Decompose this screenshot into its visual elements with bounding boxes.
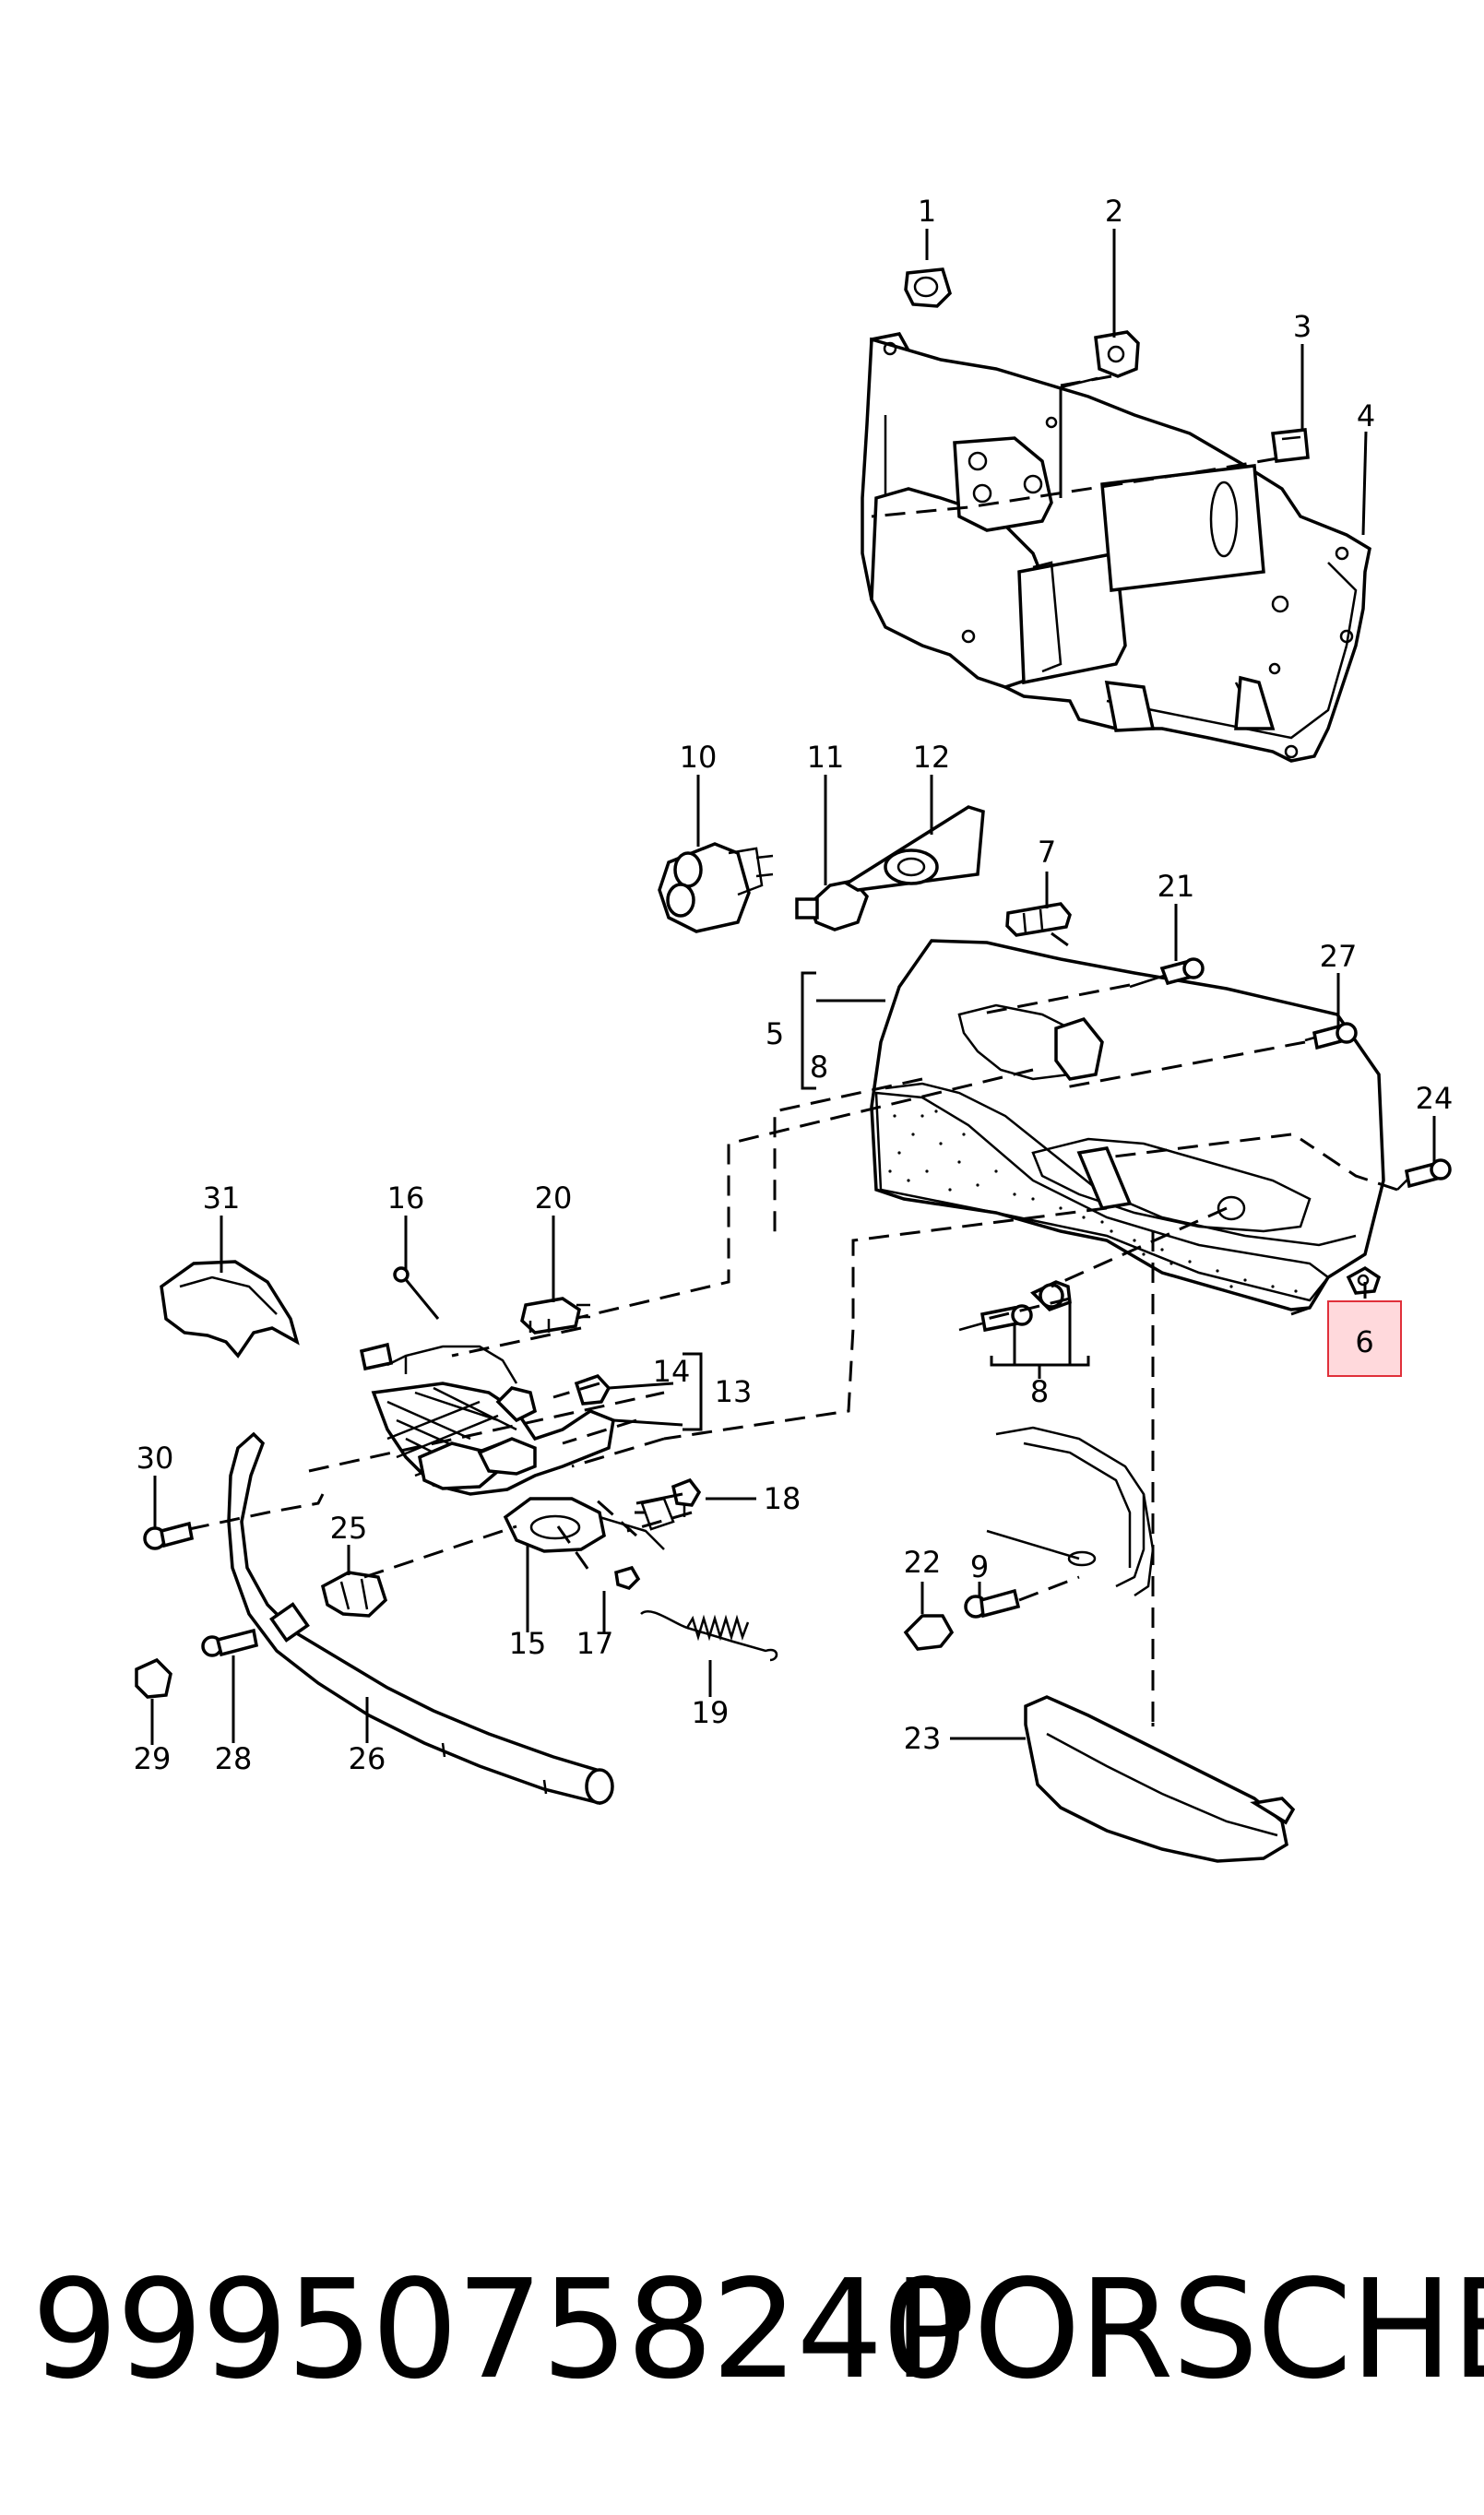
callout-7: 7 [1038, 835, 1056, 870]
callout-26: 26 [349, 1741, 386, 1776]
connector-part-20 [520, 1297, 590, 1335]
callout-23: 23 [904, 1721, 942, 1756]
callout-24: 24 [1416, 1081, 1454, 1116]
callout-5: 5 [766, 1016, 784, 1051]
clip-part-29 [135, 1657, 172, 1699]
clip-part-6 [1346, 1265, 1382, 1295]
callout-18: 18 [764, 1481, 801, 1516]
callout-25: 25 [330, 1511, 368, 1546]
callout-12: 12 [913, 740, 951, 775]
exploded-parts-diagram: 1 2 3 4 5 8 7 8 9 10 11 12 13 14 15 16 1… [134, 194, 1454, 1863]
clip-part-7 [1005, 902, 1072, 937]
callout-2: 2 [1105, 194, 1123, 229]
pull-handle-bracket [986, 1426, 1155, 1602]
handle-cover-part-31 [160, 1260, 300, 1358]
speaker-cover-part-12 [843, 805, 985, 892]
callout-27: 27 [1320, 939, 1358, 974]
callout-14: 14 [653, 1354, 691, 1389]
callout-17: 17 [576, 1626, 614, 1661]
rod-part-16 [393, 1266, 440, 1320]
screw-part-28 [201, 1628, 259, 1657]
bracket-part-25 [320, 1571, 388, 1618]
callout-11: 11 [807, 740, 845, 775]
callout-1: 1 [918, 194, 936, 229]
brand-name: PORSCHE [893, 2250, 1484, 2409]
screw-part-27 [1304, 1022, 1358, 1050]
callout-28: 28 [215, 1741, 253, 1776]
armrest-rod-part-26 [227, 1431, 614, 1806]
screws-part-8 [958, 1280, 1072, 1333]
callout-15: 15 [509, 1626, 547, 1661]
callout-5-8: 8 [810, 1050, 828, 1085]
callout-10: 10 [680, 740, 718, 775]
callout-9: 9 [970, 1549, 989, 1584]
callout-22: 22 [904, 1545, 942, 1580]
spring-part-19 [640, 1610, 778, 1662]
screw-part-24 [1396, 1158, 1452, 1191]
stipple-texture [888, 1109, 1298, 1293]
callout-19: 19 [692, 1695, 730, 1730]
cap-part-14 [574, 1373, 611, 1406]
callout-16: 16 [387, 1180, 425, 1216]
armrest-part-23 [1024, 1695, 1296, 1863]
callout-21: 21 [1158, 869, 1195, 904]
callout-3: 3 [1293, 309, 1312, 344]
handle-part-15 [503, 1497, 665, 1553]
highlighted-callout-label: 6 [1355, 1324, 1374, 1359]
callout-29: 29 [134, 1741, 172, 1776]
callout-20: 20 [535, 1180, 573, 1216]
screw-part-21 [1129, 957, 1205, 989]
diagram-svg: 1 2 3 4 5 8 7 8 9 10 11 12 13 14 15 16 1… [134, 194, 1454, 1863]
door-carrier-panel [861, 332, 1371, 763]
screw-part-30 [143, 1521, 195, 1550]
callout-4: 4 [1357, 398, 1375, 433]
part-number: 99950758240 [31, 2250, 968, 2409]
highlighted-callout-6[interactable]: 6 [1327, 1300, 1402, 1377]
clip-part-3 [1271, 428, 1310, 463]
screw-part-9 [964, 1588, 1021, 1619]
callout-13: 13 [715, 1374, 753, 1409]
cap-part-22 [903, 1614, 955, 1651]
clip-part-18 [671, 1477, 702, 1517]
lock-mechanism-part-13 [359, 1342, 615, 1496]
clip-part-17 [614, 1565, 641, 1591]
door-trim-panel-part-5 [870, 939, 1385, 1311]
clip-part-1 [904, 267, 952, 308]
switch-part-10 [658, 842, 774, 933]
bracket-part-2 [1094, 330, 1140, 378]
callout-30: 30 [137, 1441, 174, 1476]
callout-8: 8 [1030, 1374, 1049, 1409]
callout-31: 31 [203, 1180, 241, 1216]
switch-part-11 [795, 879, 869, 931]
